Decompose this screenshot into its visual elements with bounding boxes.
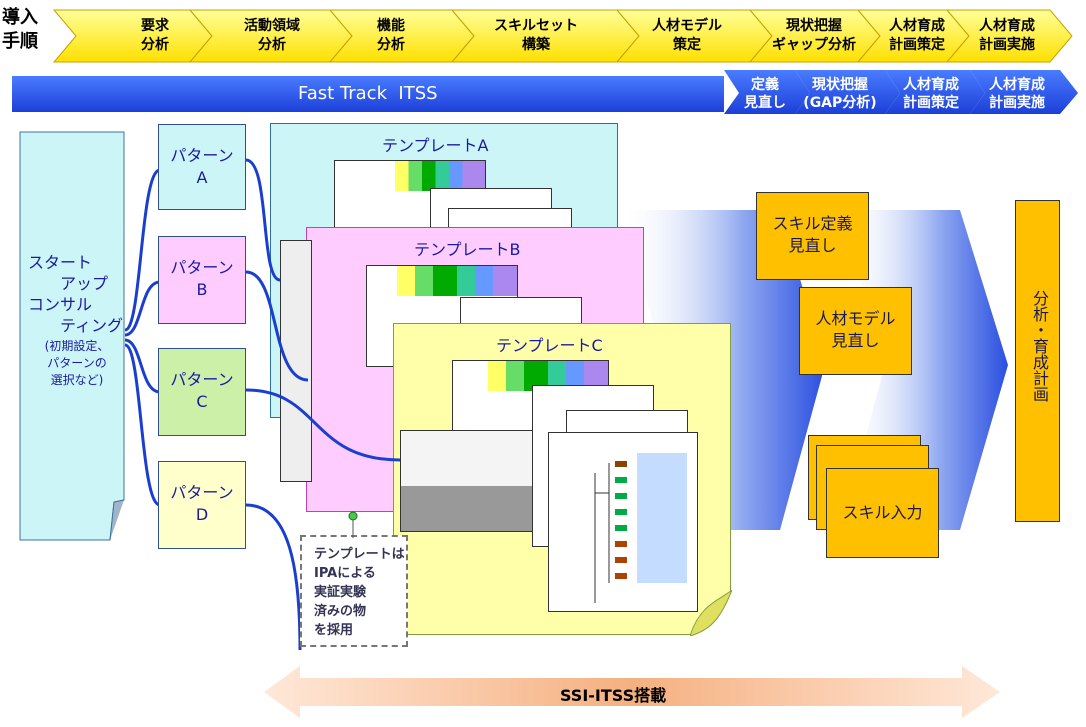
step-label: 人材育成 計画策定 bbox=[889, 18, 945, 53]
step-label: 現状把握 ギャップ分析 bbox=[772, 18, 856, 53]
skill-input-box: スキル入力 bbox=[826, 468, 939, 558]
step-label: 活動領域 分析 bbox=[244, 18, 300, 53]
pattern-b-box: パターン B bbox=[158, 236, 246, 324]
fast-track-label: Fast Track ITSS bbox=[298, 83, 438, 104]
template-b-title: テンプレートB bbox=[414, 240, 521, 259]
template-c-tree-doc bbox=[548, 432, 698, 612]
pattern-connectors bbox=[245, 158, 401, 651]
pattern-d-box: パターン D bbox=[158, 461, 246, 549]
hr-model-review-box: 人材モデル 見直し bbox=[799, 287, 912, 375]
fast-track-step: 人材育成 計画実施 bbox=[989, 77, 1045, 111]
intro-label: 導入 手順 bbox=[2, 7, 38, 52]
callout-handle bbox=[348, 511, 358, 538]
callout-note bbox=[300, 535, 408, 647]
fast-track-step: 定義 見直し bbox=[744, 77, 786, 111]
callout-text: テンプレートは IPAによる 実証実験 済みの物 を採用 bbox=[314, 547, 405, 638]
step-chevron bbox=[945, 9, 1073, 63]
pattern-a-box: パターン A bbox=[158, 124, 246, 210]
analysis-plan-box bbox=[1015, 200, 1060, 522]
startup-note: (初期設定、 パターンの 選択など) bbox=[44, 339, 110, 387]
template-c-curl bbox=[690, 590, 732, 636]
step-label: 人材育成 計画実施 bbox=[979, 18, 1035, 53]
analysis-plan-label: 分析・育成計画 bbox=[1030, 290, 1049, 402]
step-label: 機能 分析 bbox=[377, 18, 405, 53]
skill-definition-review-box: スキル定義 見直し bbox=[756, 192, 869, 280]
template-c-title: テンプレートC bbox=[496, 336, 603, 355]
fast-track-bar bbox=[12, 70, 1078, 114]
fast-track-step: 人材育成 計画策定 bbox=[903, 77, 959, 111]
template-c-sheet bbox=[400, 430, 542, 532]
fast-track-step: 現状把握 (GAP分析) bbox=[803, 77, 877, 111]
ssi-double-arrow bbox=[264, 666, 1000, 718]
step-label: 人材モデル 策定 bbox=[652, 18, 722, 53]
startup-title: スタート アップ コンサル ティング bbox=[28, 253, 124, 335]
template-a-title: テンプレートA bbox=[382, 136, 489, 155]
ssi-label: SSI-ITSS搭載 bbox=[560, 686, 667, 705]
step-label: 要求 分析 bbox=[141, 18, 169, 53]
step-label: スキルセット 構築 bbox=[494, 18, 578, 53]
pattern-c-box: パターン C bbox=[158, 348, 246, 436]
startup-box bbox=[19, 131, 125, 541]
step-chevrons bbox=[52, 9, 1073, 63]
